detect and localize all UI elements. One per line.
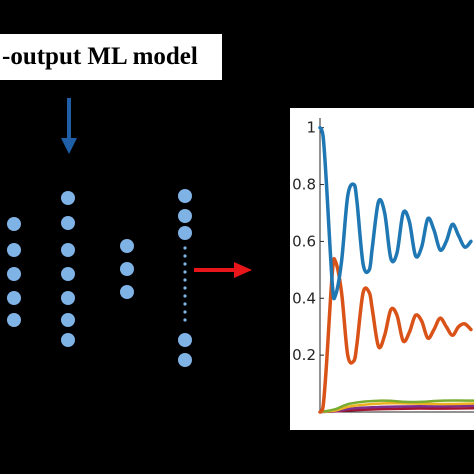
network-node (7, 243, 21, 257)
network-node-dot (183, 278, 187, 282)
network-node (178, 333, 192, 347)
network-node-dot (183, 318, 187, 322)
network-node (178, 209, 192, 223)
series-line (318, 399, 474, 414)
network-node (120, 285, 134, 299)
chart-panel (290, 108, 474, 430)
down-arrow-icon (61, 98, 77, 154)
network-node-dot (183, 310, 187, 314)
network-node-dot (183, 302, 187, 306)
network-node-dot (183, 294, 187, 298)
network-node (61, 267, 75, 281)
network-node (61, 216, 75, 230)
y-tick-label: 1 (306, 119, 316, 137)
model-title-box: -output ML model (0, 34, 222, 80)
network-node (61, 191, 75, 205)
network-node (178, 226, 192, 240)
network-node (61, 291, 75, 305)
series-line (318, 125, 473, 301)
network-node (120, 262, 134, 276)
network-node (120, 239, 134, 253)
network-node (61, 243, 75, 257)
chart: 1 0.8 0.6 0.4 0.2 (292, 118, 474, 414)
network-node (61, 313, 75, 327)
network-node (7, 313, 21, 327)
network-node-dot (183, 286, 187, 290)
network-node (7, 217, 21, 231)
network-node-dot (183, 262, 187, 266)
series-line (318, 401, 474, 414)
network-node-dot (183, 270, 187, 274)
network-node (61, 333, 75, 347)
network-node (7, 267, 21, 281)
network-node-dot (183, 246, 187, 250)
neural-network (7, 189, 192, 367)
series-line (318, 256, 473, 414)
network-node (178, 189, 192, 203)
y-tick-label: 0.6 (292, 232, 316, 250)
network-node (178, 353, 192, 367)
y-tick-label: 0.2 (292, 346, 316, 364)
network-node (7, 291, 21, 305)
model-title: -output ML model (2, 43, 198, 70)
right-arrow-icon (194, 262, 252, 278)
network-node-dot (183, 254, 187, 258)
y-tick-label: 0.8 (292, 176, 316, 194)
y-tick-label: 0.4 (292, 289, 316, 307)
